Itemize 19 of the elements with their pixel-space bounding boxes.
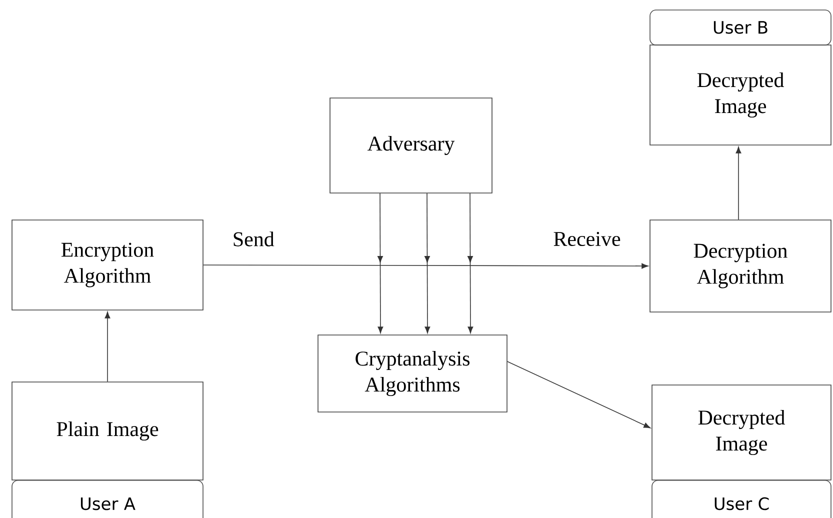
process-box: Decryption Algorithm — [650, 220, 832, 312]
arrow — [203, 263, 648, 269]
arrow — [468, 193, 474, 334]
arrow — [424, 193, 430, 334]
user-tag: User C — [652, 480, 832, 518]
arrow — [104, 312, 110, 382]
process-box: Decrypted Image — [652, 384, 832, 480]
user-tag: User B — [650, 10, 832, 46]
process-box: Plain Image — [12, 382, 204, 480]
line-label: Receive — [552, 230, 622, 248]
user-tag: User A — [12, 480, 204, 518]
arrow — [736, 146, 742, 220]
process-box: Cryptanalysis Algorithms — [318, 334, 508, 412]
process-box: Encryption Algorithm — [12, 220, 204, 310]
process-box: Adversary — [330, 98, 492, 194]
arrow — [378, 193, 384, 334]
arrow — [507, 361, 650, 428]
edge-label: Send — [231, 230, 276, 248]
process-box: Decrypted Image — [650, 44, 832, 146]
